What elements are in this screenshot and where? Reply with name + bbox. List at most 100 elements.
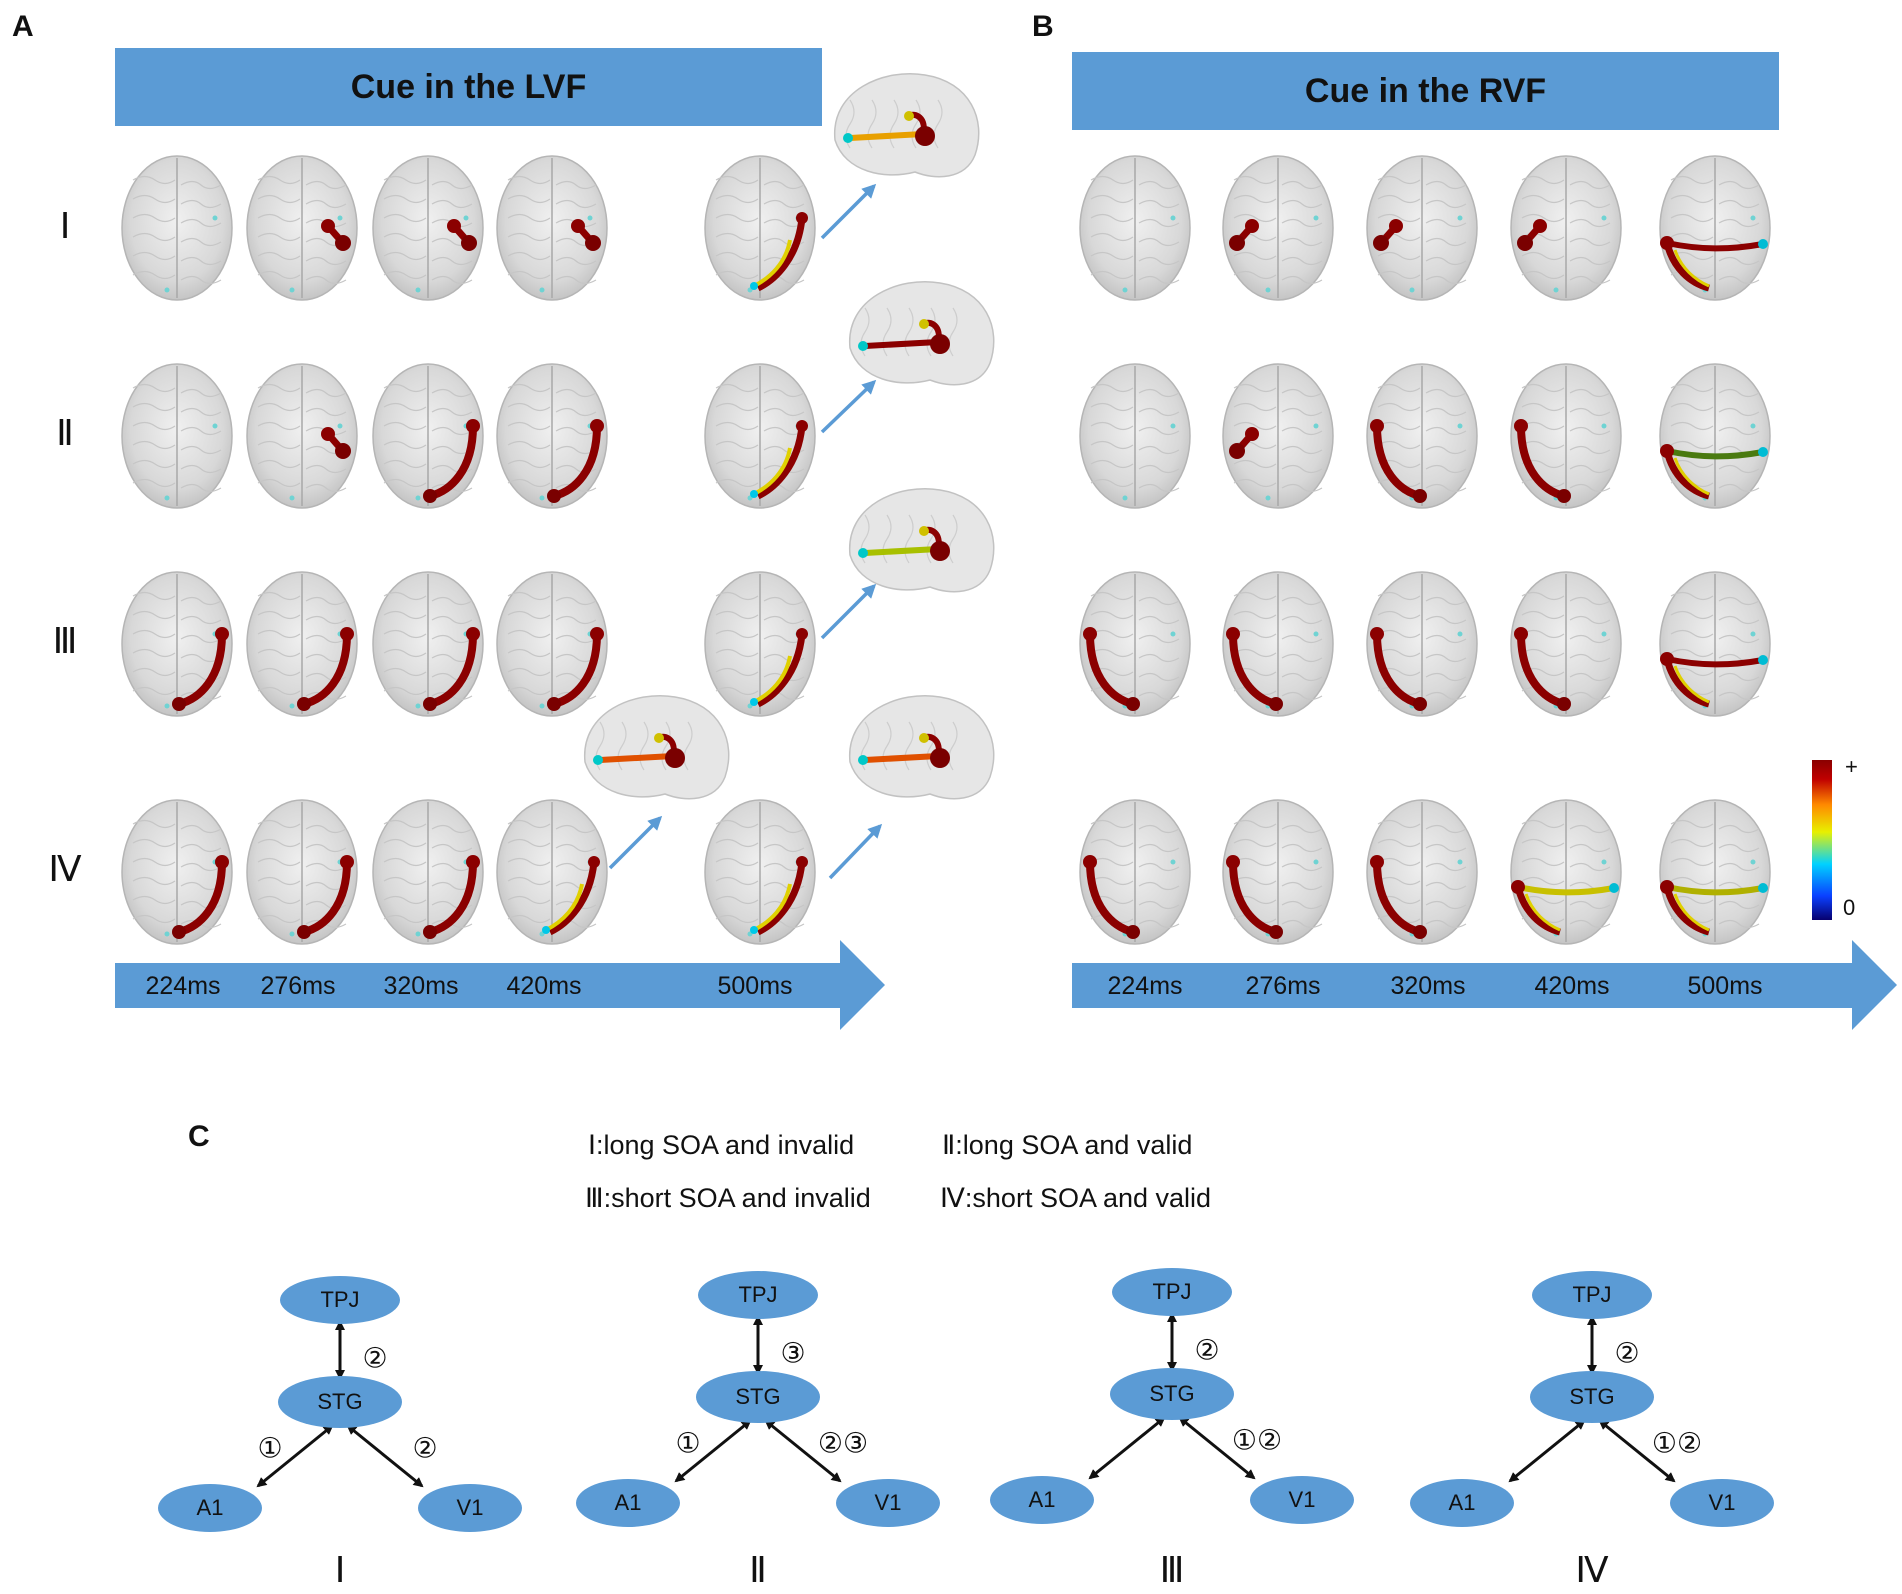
- label-stg-3: STG: [1149, 1381, 1195, 1406]
- sagittal-insets: [584, 73, 995, 880]
- edge-label-left-1: ①: [257, 1432, 283, 1464]
- label-tpj-3: TPJ: [1152, 1279, 1192, 1304]
- node-a1-1: [158, 1484, 262, 1532]
- brain-b-row1-col3: [1366, 155, 1478, 301]
- node-stg-3: [1110, 1368, 1234, 1420]
- brain-b-row2-col5: [1659, 363, 1771, 509]
- brain-b-row2-col3: [1366, 363, 1478, 509]
- brain-b-row1-col5: [1659, 155, 1771, 301]
- node-tpj-1: [280, 1276, 400, 1324]
- blue-arrow-row1: [820, 183, 877, 240]
- diagram-roman-1: Ⅰ: [334, 1550, 346, 1590]
- colorbar: [1812, 760, 1832, 920]
- sagittal-inset-row2-500ms: [849, 281, 995, 386]
- brain-b-row4-col3: [1366, 799, 1478, 945]
- brain-b-row4-col2: [1222, 799, 1334, 945]
- row-label-4: Ⅳ: [48, 849, 82, 889]
- brain-b-row1-col2: [1222, 155, 1334, 301]
- header-cue-rvf: Cue in the RVF: [1072, 52, 1779, 130]
- node-v1-4: [1670, 1479, 1774, 1527]
- time-label-a-276: 276ms: [260, 972, 336, 1000]
- node-a1-3: [990, 1476, 1094, 1524]
- network-diagram-3: [990, 1268, 1354, 1524]
- label-tpj-4: TPJ: [1572, 1282, 1612, 1307]
- brain-a-row4-col1: [121, 799, 233, 945]
- time-label-b-320: 320ms: [1390, 972, 1466, 1000]
- panel-letter-a: A: [12, 10, 34, 43]
- colorbar-min-label: 0: [1843, 895, 1856, 920]
- header-cue-lvf: Cue in the LVF: [115, 48, 822, 126]
- label-a1-3: A1: [1028, 1487, 1056, 1512]
- brain-a-row1-col2: [246, 155, 358, 301]
- edge-label-right-1: ②: [412, 1432, 438, 1464]
- blue-arrow-row3: [820, 583, 877, 640]
- edge-label-top-1: ②: [362, 1342, 388, 1374]
- network-diagrams: [158, 1268, 1774, 1532]
- brain-a-row2-col2: [246, 363, 358, 509]
- edge-label-top-4: ②: [1614, 1337, 1640, 1369]
- brain-b-row2-col1: [1079, 363, 1191, 509]
- label-a1-4: A1: [1448, 1490, 1476, 1515]
- brain-a-row2-col4: [496, 363, 608, 509]
- time-label-b-500: 500ms: [1687, 972, 1763, 1000]
- node-stg-1: [278, 1376, 402, 1428]
- time-label-b-420: 420ms: [1534, 972, 1610, 1000]
- brain-a-row4-col5: [704, 799, 816, 945]
- node-a1-2: [576, 1479, 680, 1527]
- brain-a-row3-col1: [121, 571, 233, 717]
- time-label-a-420: 420ms: [506, 972, 582, 1000]
- panel-letter-b: B: [1032, 10, 1054, 43]
- brain-b-row3-col4: [1510, 571, 1622, 717]
- sagittal-inset-row4-500ms: [849, 695, 995, 800]
- brain-b-row3-col2: [1222, 571, 1334, 717]
- brain-a-row4-col4: [496, 799, 608, 945]
- brain-b-row1-col1: [1079, 155, 1191, 301]
- network-diagram-4: [1410, 1271, 1774, 1527]
- label-v1-2: V1: [874, 1490, 902, 1515]
- label-a1-1: A1: [196, 1495, 224, 1520]
- time-label-a-320: 320ms: [383, 972, 459, 1000]
- node-a1-4: [1410, 1479, 1514, 1527]
- time-label-b-276: 276ms: [1245, 972, 1321, 1000]
- node-tpj-2: [698, 1271, 818, 1319]
- brain-b-row3-col5: [1659, 571, 1771, 717]
- edge-label-top-2: ③: [780, 1337, 806, 1369]
- brain-a-row4-col3: [372, 799, 484, 945]
- blue-arrow-row4-420ms: [608, 815, 663, 870]
- time-label-a-224: 224ms: [145, 972, 221, 1000]
- timeline-arrow-b: [1072, 940, 1897, 1030]
- label-stg-2: STG: [735, 1384, 781, 1409]
- node-stg-2: [696, 1371, 820, 1423]
- row-label-1: Ⅰ: [59, 206, 71, 246]
- brain-b-row3-col1: [1079, 571, 1191, 717]
- panel-letter-c: C: [188, 1120, 210, 1153]
- panel-b-brain-grid: [1079, 155, 1771, 945]
- node-v1-1: [418, 1484, 522, 1532]
- panel-a-brain-grid: [121, 155, 816, 945]
- sagittal-inset-row4-420ms: [584, 695, 730, 800]
- timeline-arrow-a: [115, 940, 885, 1030]
- row-label-2: Ⅱ: [56, 413, 74, 453]
- diagram-roman-4: Ⅳ: [1575, 1550, 1609, 1590]
- sagittal-inset-row3-500ms: [849, 488, 995, 593]
- label-stg-4: STG: [1569, 1384, 1615, 1409]
- edge-label-right-4: ①②: [1651, 1427, 1703, 1459]
- label-a1-2: A1: [614, 1490, 642, 1515]
- blue-arrow-row4-500ms: [828, 823, 883, 880]
- network-diagram-1: [158, 1276, 522, 1532]
- time-label-b-224: 224ms: [1107, 972, 1183, 1000]
- edge-label-right-2: ②③: [817, 1427, 869, 1459]
- brain-b-row4-col4: [1510, 799, 1622, 945]
- label-tpj-1: TPJ: [320, 1287, 360, 1312]
- network-diagram-2: [576, 1271, 940, 1527]
- brain-a-row2-col3: [372, 363, 484, 509]
- brain-a-row3-col3: [372, 571, 484, 717]
- node-v1-3: [1250, 1476, 1354, 1524]
- label-stg-1: STG: [317, 1389, 363, 1414]
- brain-b-row4-col5: [1659, 799, 1771, 945]
- brain-b-row4-col1: [1079, 799, 1191, 945]
- legend-condition-4: Ⅳ:short SOA and valid: [940, 1183, 1212, 1213]
- brain-b-row2-col4: [1510, 363, 1622, 509]
- node-tpj-3: [1112, 1268, 1232, 1316]
- brain-a-row3-col5: [704, 571, 816, 717]
